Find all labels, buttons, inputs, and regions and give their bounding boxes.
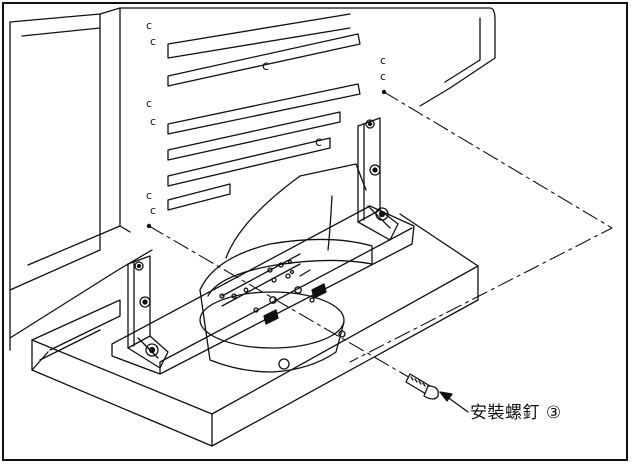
left-bracket-arm [127,255,169,369]
svg-text:c: c [146,97,152,110]
svg-text:c: c [380,70,386,83]
right-bracket-arm [357,117,399,241]
svg-text:c: c [146,19,152,32]
svg-text:c: c [150,115,156,128]
mounting-bracket [111,163,415,375]
svg-text:c: c [262,59,269,74]
svg-text:c: c [315,135,322,150]
svg-text:c: c [146,189,152,202]
svg-text:c: c [150,35,156,48]
bracket-clips [263,283,327,325]
alignment-guide-lines [148,91,613,387]
vent-slots [167,13,361,211]
svg-text:c: c [150,204,156,217]
screw-callout-label: 安裝螺釘 ③ [470,403,562,423]
svg-text:c: c [380,54,386,67]
panel-hole-marks: cc cc cc cc c c [146,19,386,217]
screw-holes [146,89,387,229]
callout-arrow [439,391,469,413]
stand-column [199,238,373,373]
stand-base-plate [31,213,479,447]
bracket-holes [219,259,315,313]
tv-back-panel [9,7,496,351]
mounting-screw [405,373,439,400]
